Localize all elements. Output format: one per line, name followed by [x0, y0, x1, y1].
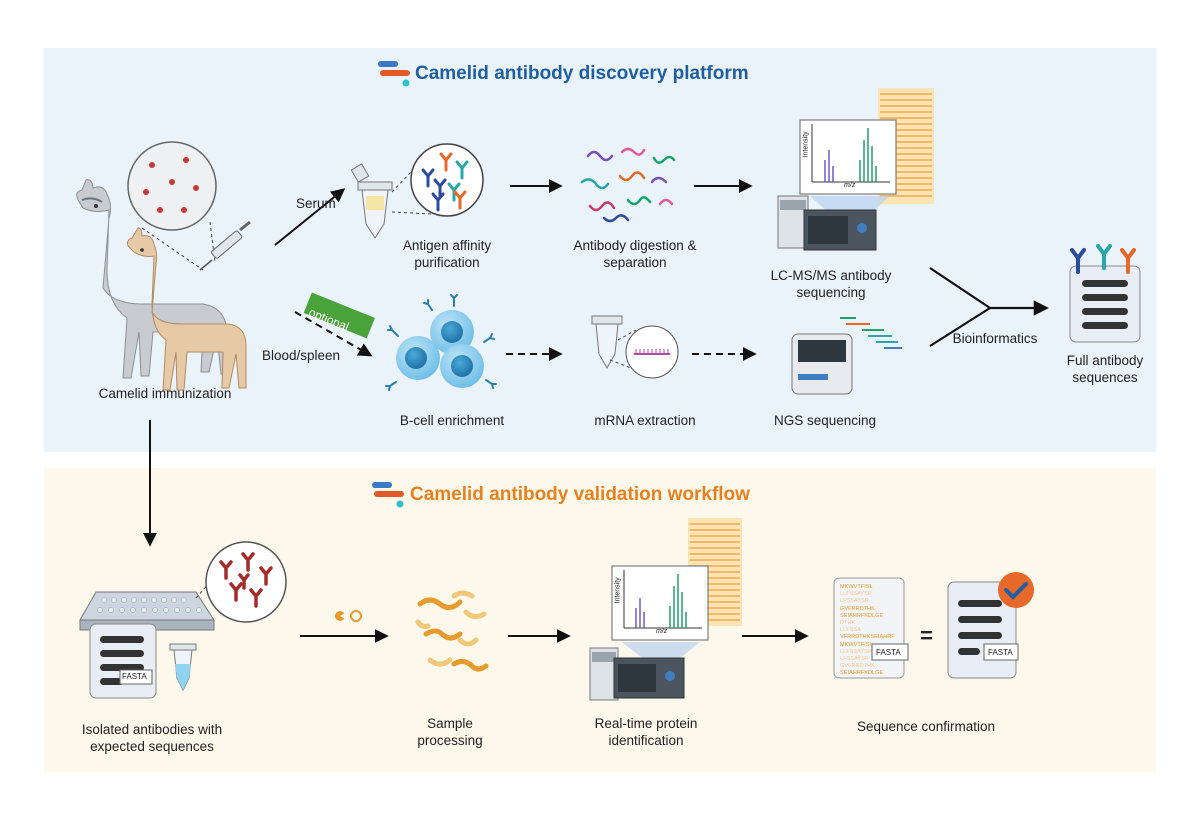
sequence-line: DTHK — [840, 620, 856, 627]
antigen-magnifier — [127, 141, 217, 271]
bcell-cluster — [385, 294, 497, 391]
ms-spectrum-plot-top — [799, 119, 897, 195]
bioinformatics-label: Bioinformatics — [952, 331, 1038, 346]
ngs-label: NGS sequencing — [773, 413, 877, 428]
discovery-logo-icon — [378, 61, 410, 87]
sequence-line: MKWVTFISL — [840, 584, 873, 590]
bioinformatics-merge — [929, 267, 1050, 347]
protease-icon — [335, 610, 362, 622]
isolated-antibody-circle — [195, 541, 287, 623]
sequence-line: GVFRRDTHK — [840, 663, 875, 670]
serum-label: Serum — [296, 196, 336, 211]
syringe-icon — [199, 220, 251, 271]
mz-axis-label-top: m/z — [844, 182, 856, 189]
fasta-tag-list: FASTA — [876, 648, 901, 657]
lcms-instrument-top — [777, 195, 890, 251]
camelid-immunization-label: Camelid immunization — [98, 386, 232, 401]
intensity-axis-label-top: Intensity — [802, 131, 810, 158]
sequence-list-document — [833, 577, 909, 679]
sequence-line: SEIAHRFKDLGE — [840, 612, 884, 619]
mrna-tube-icon — [591, 315, 679, 379]
lcms-instrument-bottom — [589, 642, 700, 701]
sequence-line: LLFSSAYSR — [840, 648, 872, 655]
sequence-line: GVFRRDTHK — [840, 605, 875, 612]
optional-badge — [303, 292, 375, 339]
sequence-line: LLFSSAYSR — [840, 591, 872, 598]
validation-title: Camelid antibody validation workflow — [410, 484, 750, 505]
sequence-line: VFRRDTHKSEIAHRF — [840, 634, 895, 641]
mrna-label: mRNA extraction — [594, 413, 696, 428]
ngs-sequencer-icon — [791, 317, 902, 395]
sequence-line: LFSSAYSR — [840, 656, 869, 663]
bcell-label: B-cell enrichment — [399, 413, 505, 428]
sequence-line: LFSSAYSR — [840, 598, 869, 605]
confirmed-document-icon — [947, 581, 1019, 679]
discovery-title: Camelid antibody discovery platform — [415, 63, 749, 84]
sequence-line: LLFSSA — [840, 627, 861, 634]
purified-antibodies-circle — [410, 143, 484, 217]
arrow-blood — [294, 311, 373, 357]
digested-peptides — [415, 590, 489, 672]
arrow-serum — [274, 188, 346, 246]
full-antibody-document-icon — [1069, 244, 1141, 343]
digestion-label: Antibody digestion &separation — [573, 238, 697, 270]
tube-icon — [350, 163, 393, 239]
intensity-axis-label-bottom: Intensity — [614, 577, 622, 604]
mz-axis-label-bottom: m/z — [656, 628, 668, 635]
sequence-line: MKWVTFISL — [840, 641, 873, 648]
blood-spleen-label: Blood/spleen — [262, 348, 341, 363]
equals-sign: = — [920, 623, 933, 648]
llama-tan-illustration — [127, 227, 247, 391]
sequence-line: SEIAHRFKDLGE — [840, 670, 884, 677]
sample-tube-icon — [169, 643, 197, 692]
checkmark-icon — [998, 572, 1034, 608]
validation-logo-icon — [372, 482, 404, 508]
sequence-confirmation-label: Sequence confirmation — [856, 719, 996, 734]
sequence-document-icon — [89, 623, 157, 699]
ms-spectrum-plot-bottom — [611, 565, 709, 641]
peptide-fragments — [580, 147, 676, 223]
fasta-tag-isolated: FASTA — [122, 672, 147, 681]
fasta-tag-confirmed: FASTA — [988, 648, 1013, 657]
